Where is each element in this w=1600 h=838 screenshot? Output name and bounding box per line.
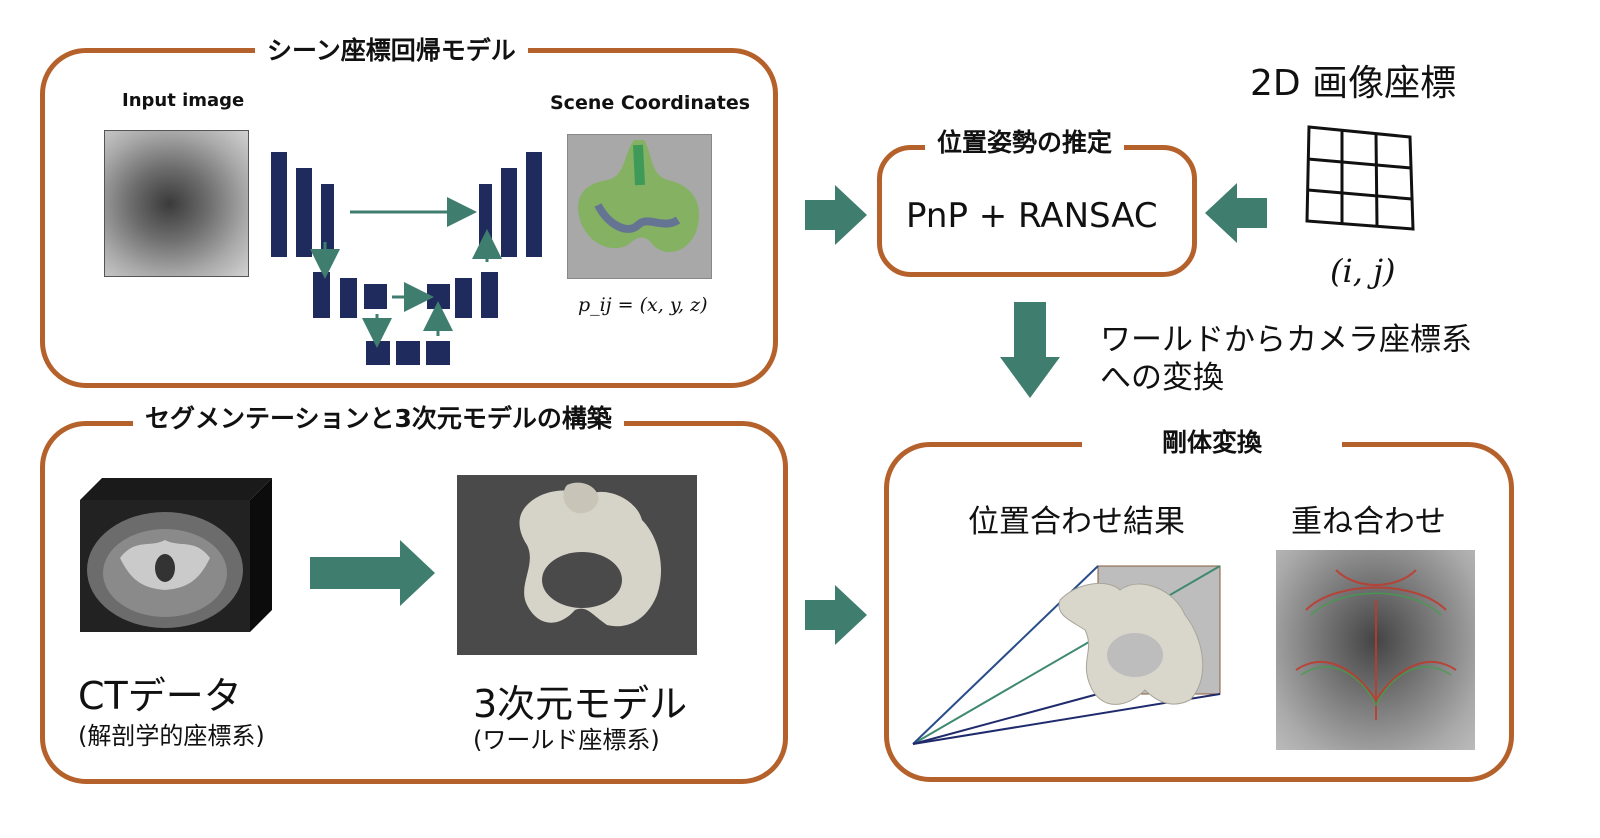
3d-model-sublabel: (ワールド座標系) — [473, 726, 660, 754]
scene-regression-title: シーン座標回帰モデル — [255, 36, 528, 66]
unet-encoder-block-1 — [271, 152, 287, 257]
unet-mid-block-5 — [455, 278, 472, 318]
unet-mid-block-3 — [364, 284, 387, 309]
pixel-grid-icon — [1305, 125, 1415, 231]
segmentation-title: セグメンテーションと3次元モデルの構築 — [133, 404, 624, 434]
image-index-label: (i, j) — [1330, 252, 1396, 290]
ct-to-model-arrow — [310, 540, 435, 606]
image-coords-title: 2D 画像座標 — [1250, 63, 1457, 104]
coords-to-pose-arrow — [1205, 183, 1267, 243]
unet-decoder-block-3 — [526, 152, 542, 257]
overlay-label: 重ね合わせ — [1291, 504, 1446, 540]
3d-model-label: 3次元モデル — [473, 682, 688, 726]
model-to-rigid-arrow — [805, 585, 867, 645]
scene-coordinates-image — [567, 134, 712, 279]
unet-mid-block-6 — [481, 272, 498, 318]
transform-note-line1: ワールドからカメラ座標系 — [1100, 322, 1472, 358]
transform-note-line2: への変換 — [1100, 360, 1224, 396]
scene-coordinates-label: Scene Coordinates — [550, 92, 751, 114]
unet-encoder-block-3 — [321, 184, 334, 257]
unet-mid-block-1 — [313, 272, 330, 318]
ct-data-sublabel: (解剖学的座標系) — [78, 722, 265, 750]
scene-coordinates-formula: p_ij = (x, y, z) — [578, 294, 708, 316]
unet-bottom-block-2 — [396, 341, 420, 365]
registration-result-label: 位置合わせ結果 — [968, 504, 1185, 540]
input-xray-image — [104, 130, 249, 277]
ct-data-label: CTデータ — [78, 674, 242, 718]
rigid-transform-title: 剛体変換 — [1082, 428, 1343, 458]
pnp-ransac-label: PnP + RANSAC — [906, 196, 1158, 236]
scene-to-pose-arrow — [805, 185, 867, 245]
pose-estimation-title: 位置姿勢の推定 — [925, 128, 1125, 158]
input-image-label: Input image — [122, 90, 245, 111]
3d-model-image — [457, 475, 697, 655]
pose-to-rigid-arrow — [1000, 302, 1060, 398]
ct-volume-image — [80, 478, 272, 632]
registration-result-image — [912, 565, 1221, 745]
unet-decoder-block-2 — [501, 168, 517, 257]
unet-mid-block-2 — [340, 278, 357, 318]
unet-bottom-block-3 — [426, 341, 450, 365]
unet-encoder-block-2 — [296, 168, 312, 257]
overlay-image — [1276, 550, 1475, 750]
